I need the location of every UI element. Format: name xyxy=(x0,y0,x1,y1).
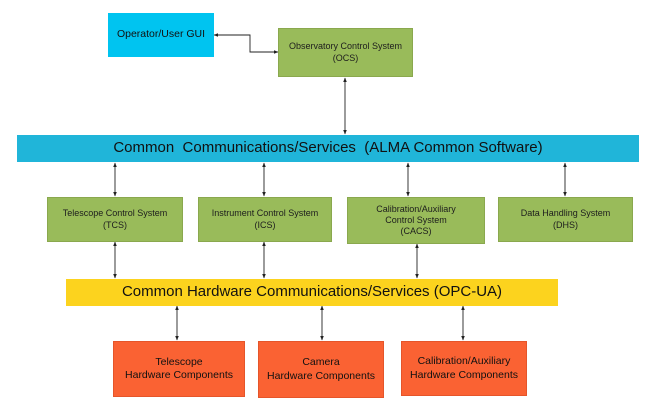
dhs-abbr: (DHS) xyxy=(553,219,578,230)
operator-gui-box[interactable]: Operator/User GUI xyxy=(108,13,214,57)
gui-ocs-connector xyxy=(213,33,279,54)
ocs-abbr: (OCS) xyxy=(332,52,359,63)
telescope-hw-line1: Telescope xyxy=(155,355,203,368)
cacs-box[interactable]: Calibration/Auxiliary Control System (CA… xyxy=(347,197,485,244)
telescope-hardware-box[interactable]: Telescope Hardware Components xyxy=(113,341,245,397)
telescope-hw-line2: Hardware Components xyxy=(125,369,233,381)
calibration-hw-line2: Hardware Components xyxy=(410,368,518,381)
ics-abbr: (ICS) xyxy=(254,219,276,230)
calibration-hardware-box[interactable]: Calibration/Auxiliary Hardware Component… xyxy=(401,341,527,396)
ocs-box[interactable]: Observatory Control System (OCS) xyxy=(278,28,413,77)
ocs-title: Observatory Control System xyxy=(288,41,403,52)
cacs-abbr: (CACS) xyxy=(400,226,432,237)
camera-hardware-box[interactable]: Camera Hardware Components xyxy=(258,341,384,398)
cacs-title-line1: Calibration/Auxiliary xyxy=(376,203,456,214)
tcs-title: Telescope Control System xyxy=(62,208,168,219)
acs-common-services-bar[interactable]: Common Communications/Services (ALMA Com… xyxy=(17,135,639,162)
cacs-title-line2: Control System xyxy=(385,214,447,225)
opc-bar-label: Common Hardware Communications/Services … xyxy=(121,283,503,301)
dhs-title: Data Handling System xyxy=(520,208,611,219)
calibration-hw-line1: Calibration/Auxiliary xyxy=(417,355,511,368)
operator-gui-label: Operator/User GUI xyxy=(116,28,206,41)
camera-hw-line1: Camera xyxy=(302,356,340,369)
tcs-box[interactable]: Telescope Control System (TCS) xyxy=(47,197,183,242)
ics-box[interactable]: Instrument Control System (ICS) xyxy=(198,197,332,242)
dhs-box[interactable]: Data Handling System (DHS) xyxy=(498,197,633,242)
ics-title: Instrument Control System xyxy=(211,208,319,219)
camera-hw-line2: Hardware Components xyxy=(267,369,375,382)
tcs-abbr: (TCS) xyxy=(103,219,127,230)
opc-ua-bar[interactable]: Common Hardware Communications/Services … xyxy=(66,279,558,306)
acs-bar-label: Common Communications/Services (ALMA Com… xyxy=(113,139,543,157)
